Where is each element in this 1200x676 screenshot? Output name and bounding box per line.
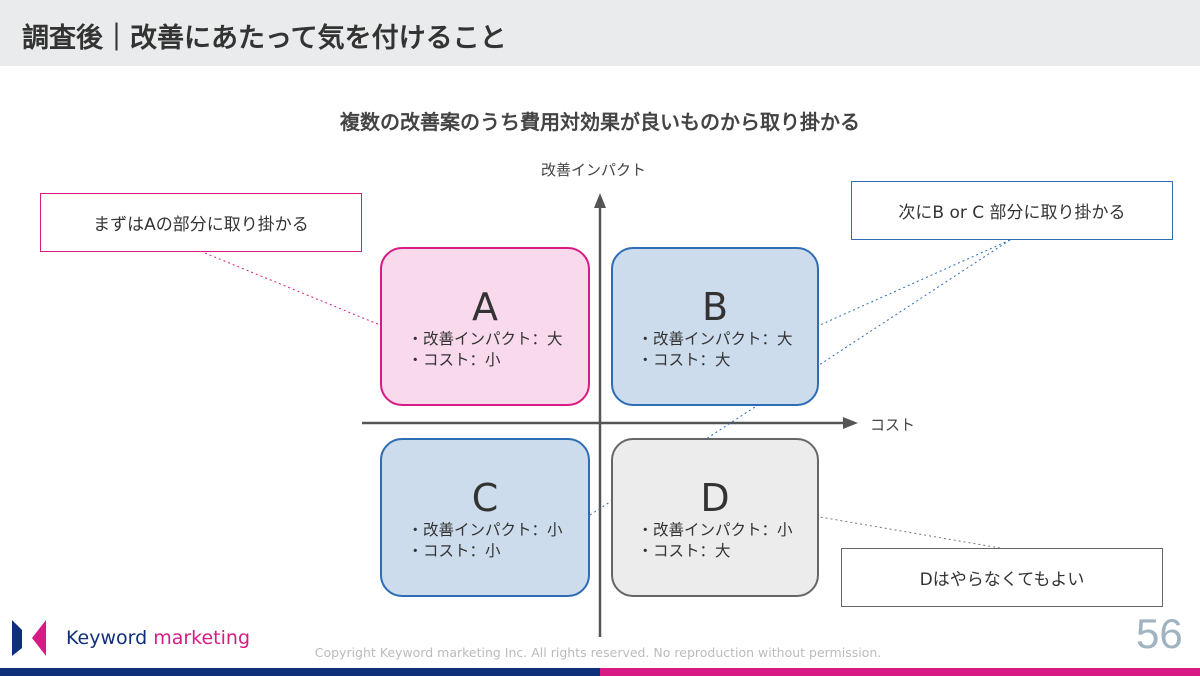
y-axis-label: 改善インパクト — [541, 161, 647, 179]
quadrant-cost: ・コスト：大 — [637, 351, 731, 369]
connector-a — [204, 252, 381, 326]
quadrant-cost: ・コスト：大 — [637, 542, 731, 560]
x-axis-label: コスト — [870, 416, 916, 434]
quadrant-cost: ・コスト：小 — [407, 351, 501, 369]
keyword-marketing-logo-icon — [12, 620, 46, 656]
brand-word-marketing: marketing — [153, 627, 251, 649]
quadrant-impact: ・改善インパクト：大 — [637, 330, 793, 348]
callout-bc: 次にB or C 部分に取り掛かる — [851, 181, 1173, 240]
x-axis-arrow-icon — [843, 417, 858, 429]
quadrant-impact: ・改善インパクト：小 — [637, 521, 793, 539]
footer-bar-navy — [0, 668, 600, 676]
quadrant-letter: A — [472, 285, 498, 329]
y-axis-arrow-icon — [594, 193, 606, 208]
page-number: 56 — [1136, 610, 1183, 657]
quadrant-impact: ・改善インパクト：大 — [407, 330, 563, 348]
slide-subtitle: 複数の改善案のうち費用対効果が良いものから取り掛かる — [340, 110, 860, 134]
connector-d — [819, 516, 1001, 549]
callout-d: Dはやらなくてもよい — [841, 548, 1163, 607]
quadrant-impact: ・改善インパクト：小 — [407, 521, 563, 539]
callout-a: まずはAの部分に取り掛かる — [40, 193, 362, 252]
copyright: Copyright Keyword marketing Inc. All rig… — [314, 645, 882, 660]
page-title: 調査後｜改善にあたって気を付けること — [22, 23, 507, 54]
quadrant-a: A ・改善インパクト：大・コスト：小 — [380, 247, 590, 406]
quadrant-b: B ・改善インパクト：大・コスト：大 — [611, 247, 819, 406]
quadrant-cost: ・コスト：小 — [407, 542, 501, 560]
connector-b — [819, 239, 1011, 326]
header-bar — [0, 0, 1200, 66]
brand-name: Keyword marketing — [66, 627, 250, 649]
footer-bar-magenta — [600, 668, 1200, 676]
brand-word-keyword: Keyword — [66, 627, 148, 649]
quadrant-letter: D — [700, 476, 730, 520]
quadrant-letter: B — [701, 285, 729, 329]
quadrant-letter: C — [471, 476, 499, 520]
quadrant-d: D ・改善インパクト：小・コスト：大 — [611, 438, 819, 597]
quadrant-c: C ・改善インパクト：小・コスト：小 — [380, 438, 590, 597]
